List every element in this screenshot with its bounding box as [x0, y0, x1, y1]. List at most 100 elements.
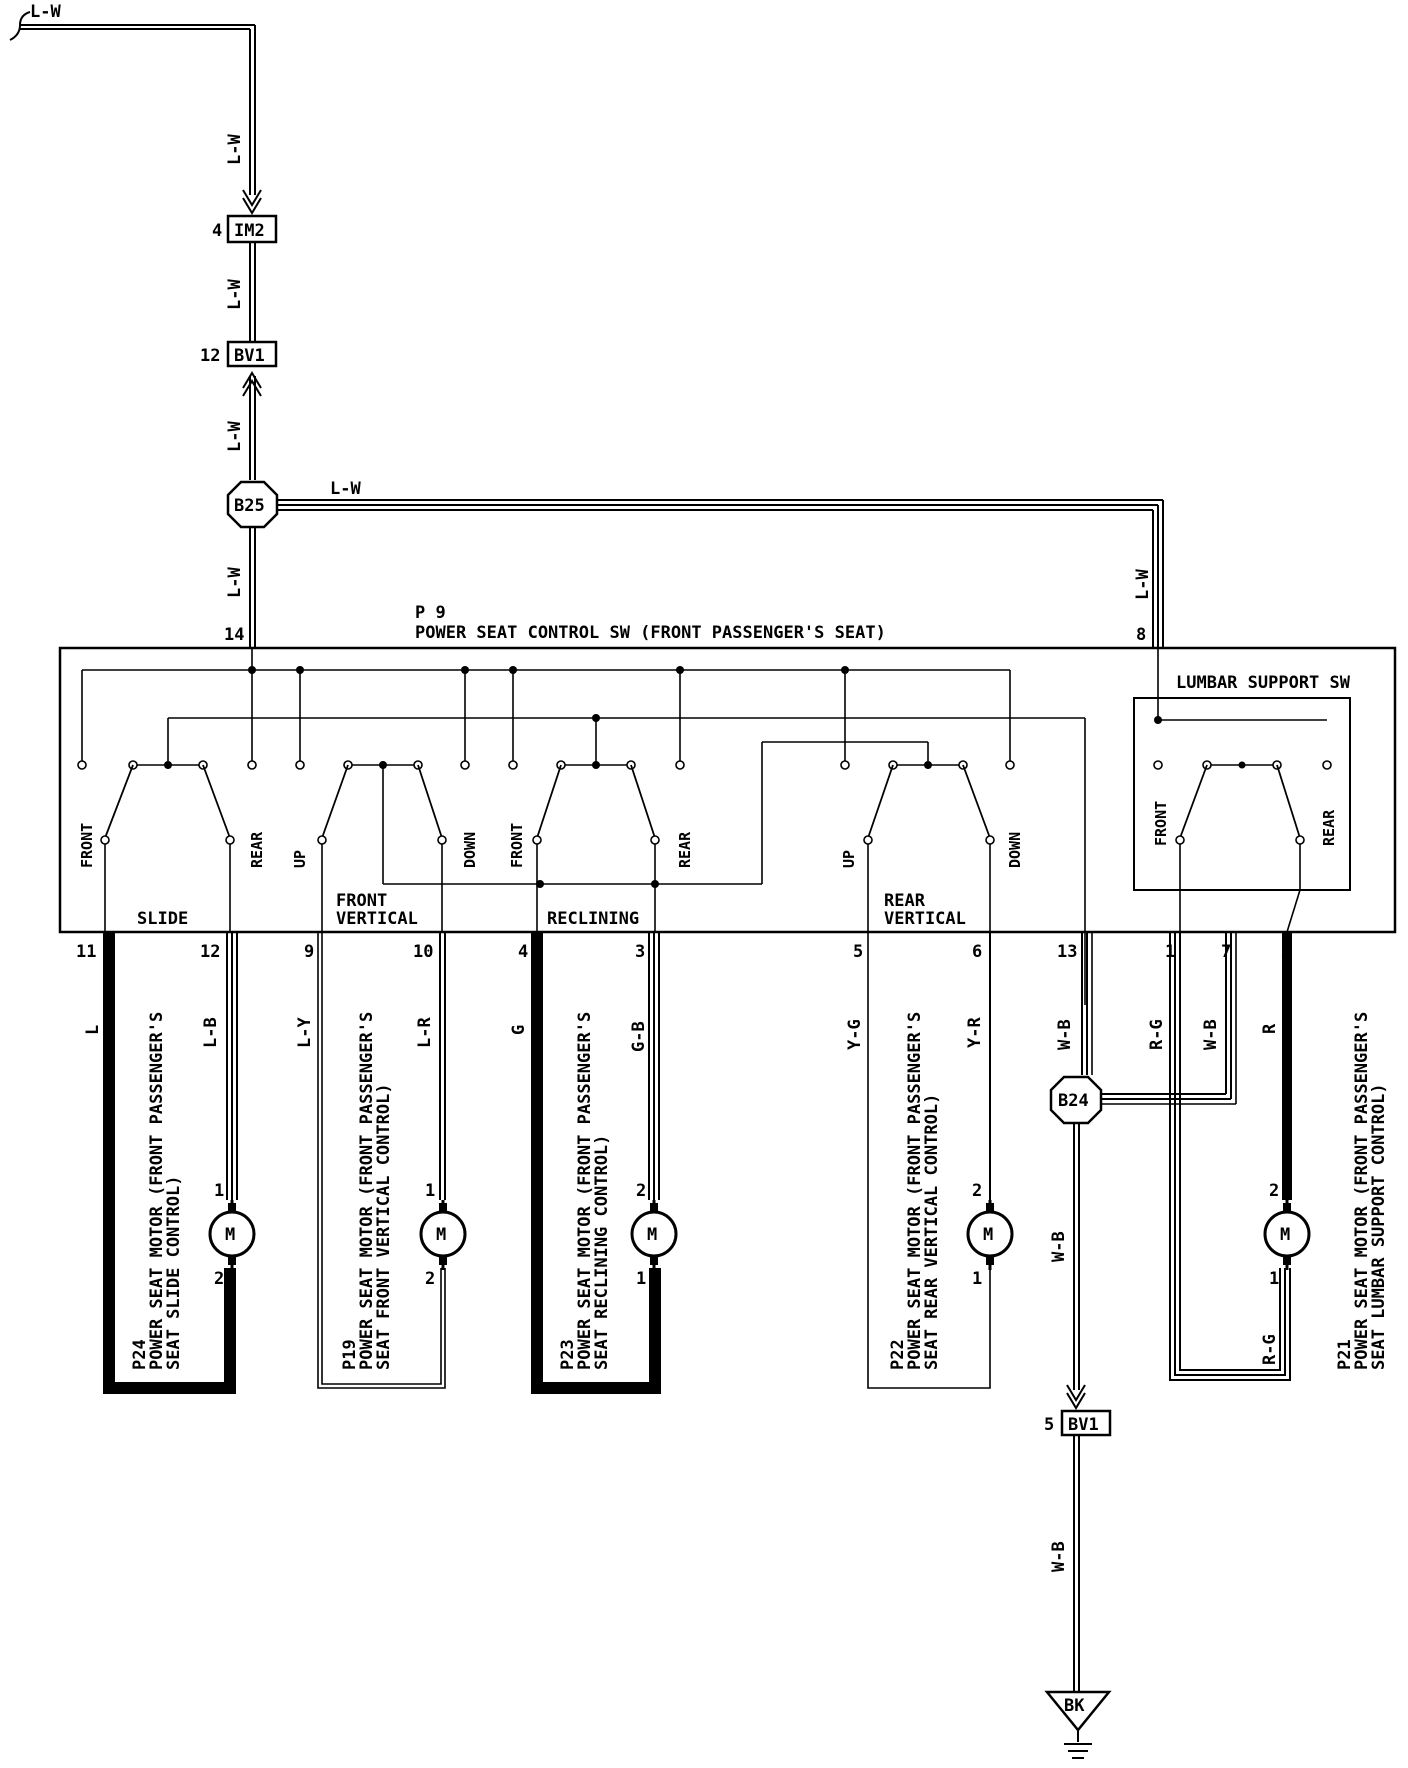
pin-number: 10 [413, 942, 433, 962]
wire-wb-to-ground [1073, 1435, 1080, 1692]
wire-yg [867, 932, 991, 1389]
switch-position-label: UP [840, 850, 858, 868]
wire-lr [439, 932, 446, 1200]
lumbar-support-switch-box [1133, 697, 1351, 891]
pin-number: 13 [1057, 942, 1077, 962]
wire-rg [1169, 932, 1291, 1381]
wire-color-label: R [1260, 1023, 1280, 1034]
wire [242, 379, 262, 397]
motor-desc: POWER SEAT MOTOR (FRONT PASSENGER'S [905, 1012, 925, 1370]
wire-g-thick [531, 932, 661, 1394]
pin-number: 4 [518, 942, 528, 962]
switch-pivot-dot [379, 761, 387, 769]
switch-position-label: DOWN [1006, 832, 1024, 868]
switch-contact [100, 835, 110, 845]
motor-desc: POWER SEAT MOTOR (FRONT PASSENGER'S [1352, 1012, 1372, 1370]
switch-pivot-dot [1238, 761, 1246, 769]
switch-group [77, 760, 257, 932]
switch-lever [104, 764, 134, 839]
wire-color-label: L-W [225, 279, 245, 310]
motor-desc: POWER SEAT MOTOR (FRONT PASSENGER'S [357, 1012, 377, 1370]
switch-box [58, 646, 1397, 934]
switch-lever [202, 764, 231, 839]
wire-color-label: L [83, 1025, 103, 1035]
wire-ly [321, 932, 442, 1385]
pin-number: 6 [972, 942, 982, 962]
wire-color-label: L-R [415, 1017, 435, 1048]
switch-lever [1276, 764, 1301, 839]
switch-contact [1153, 760, 1163, 770]
motor-desc: POWER SEAT MOTOR (FRONT PASSENGER'S [147, 1012, 167, 1370]
motor-ref: P23 [558, 1339, 578, 1370]
motor-p23: M 2 1 [630, 1181, 678, 1289]
switch-lever [321, 764, 349, 839]
switch-contact [225, 835, 235, 845]
switch-contact [295, 760, 305, 770]
switch-lever [867, 764, 894, 839]
section-label-front-vertical: VERTICAL [336, 909, 418, 929]
pin-number: 2 [214, 1269, 224, 1289]
wire-color-label: L-W [225, 421, 245, 452]
switch-internal-bus [81, 648, 1086, 1005]
motor-desc: SEAT SLIDE CONTROL) [164, 1176, 184, 1370]
pin-number: 1 [425, 1181, 435, 1201]
motor-desc: POWER SEAT MOTOR (FRONT PASSENGER'S [575, 1012, 595, 1370]
motor-p24: M12 [208, 1181, 256, 1289]
wire-color-label: W-B [1049, 1541, 1069, 1572]
pin-number: 12 [200, 346, 220, 366]
switch-contact [675, 760, 685, 770]
switch-contact [650, 835, 660, 845]
wire-color-label: L-W [225, 134, 245, 165]
switch-title: POWER SEAT CONTROL SW (FRONT PASSENGER'S… [415, 623, 886, 643]
switch-position-label: REAR [676, 831, 694, 868]
connector-label: BV1 [234, 346, 265, 366]
lumbar-switch-title: LUMBAR SUPPORT SW [1176, 673, 1351, 693]
wire-lb [226, 932, 238, 1200]
wire-color-label: W-B [1055, 1019, 1075, 1050]
pin-number: 8 [1136, 625, 1146, 645]
pin-number: 2 [636, 1181, 646, 1201]
connector-im2 [226, 214, 278, 244]
switch-contact [77, 760, 87, 770]
motor-symbol: M [983, 1225, 993, 1245]
switch-position-label: FRONT [1152, 801, 1170, 846]
wire-color-label: L-W [1133, 569, 1153, 600]
motor-label-p21: P21 POWER SEAT MOTOR (FRONT PASSENGER'S … [1335, 1012, 1389, 1370]
pin-number: 14 [224, 625, 244, 645]
switch-groups [77, 760, 1332, 933]
pin-number: 2 [425, 1269, 435, 1289]
wire-wb-lumbar [1101, 932, 1237, 1105]
section-label-front-vertical: FRONT [336, 891, 387, 911]
junction-b24 [1049, 1075, 1103, 1125]
switch-position-label: REAR [1320, 809, 1338, 846]
switch-position-label: UP [291, 850, 309, 868]
switch-contact [437, 835, 447, 845]
switch-contact [317, 835, 327, 845]
switch-pivot-dot [924, 761, 932, 769]
wire-color-label: L-W [225, 567, 245, 598]
motor-ref: P24 [130, 1339, 150, 1370]
switch-contact [863, 835, 873, 845]
wire-lw-to-pin8 [277, 499, 1164, 648]
motor-symbol: M [647, 1225, 657, 1245]
switch-position-label: FRONT [78, 823, 96, 868]
wire-color-label: R-G [1147, 1019, 1167, 1050]
wire-color-label: G [509, 1025, 529, 1035]
pin-number: 1 [636, 1269, 646, 1289]
wire-color-label: L-B [201, 1017, 221, 1048]
wire-color-label: L-Y [295, 1017, 315, 1048]
motor-ref: P21 [1335, 1339, 1355, 1370]
section-label-slide: SLIDE [137, 909, 188, 929]
wire-wb-ground [1066, 1123, 1086, 1410]
wire-color-label: L-W [30, 2, 61, 22]
switch-contact [532, 835, 542, 845]
switch-lever [1179, 764, 1208, 839]
switch-group [508, 760, 685, 932]
switch-contact [508, 760, 518, 770]
connector-label: BV1 [1068, 1415, 1099, 1435]
switch-output-wire [1286, 889, 1301, 933]
motor-ref: P19 [340, 1339, 360, 1370]
motor-p22: M21 [966, 1181, 1014, 1289]
motor-symbol: M [436, 1225, 446, 1245]
